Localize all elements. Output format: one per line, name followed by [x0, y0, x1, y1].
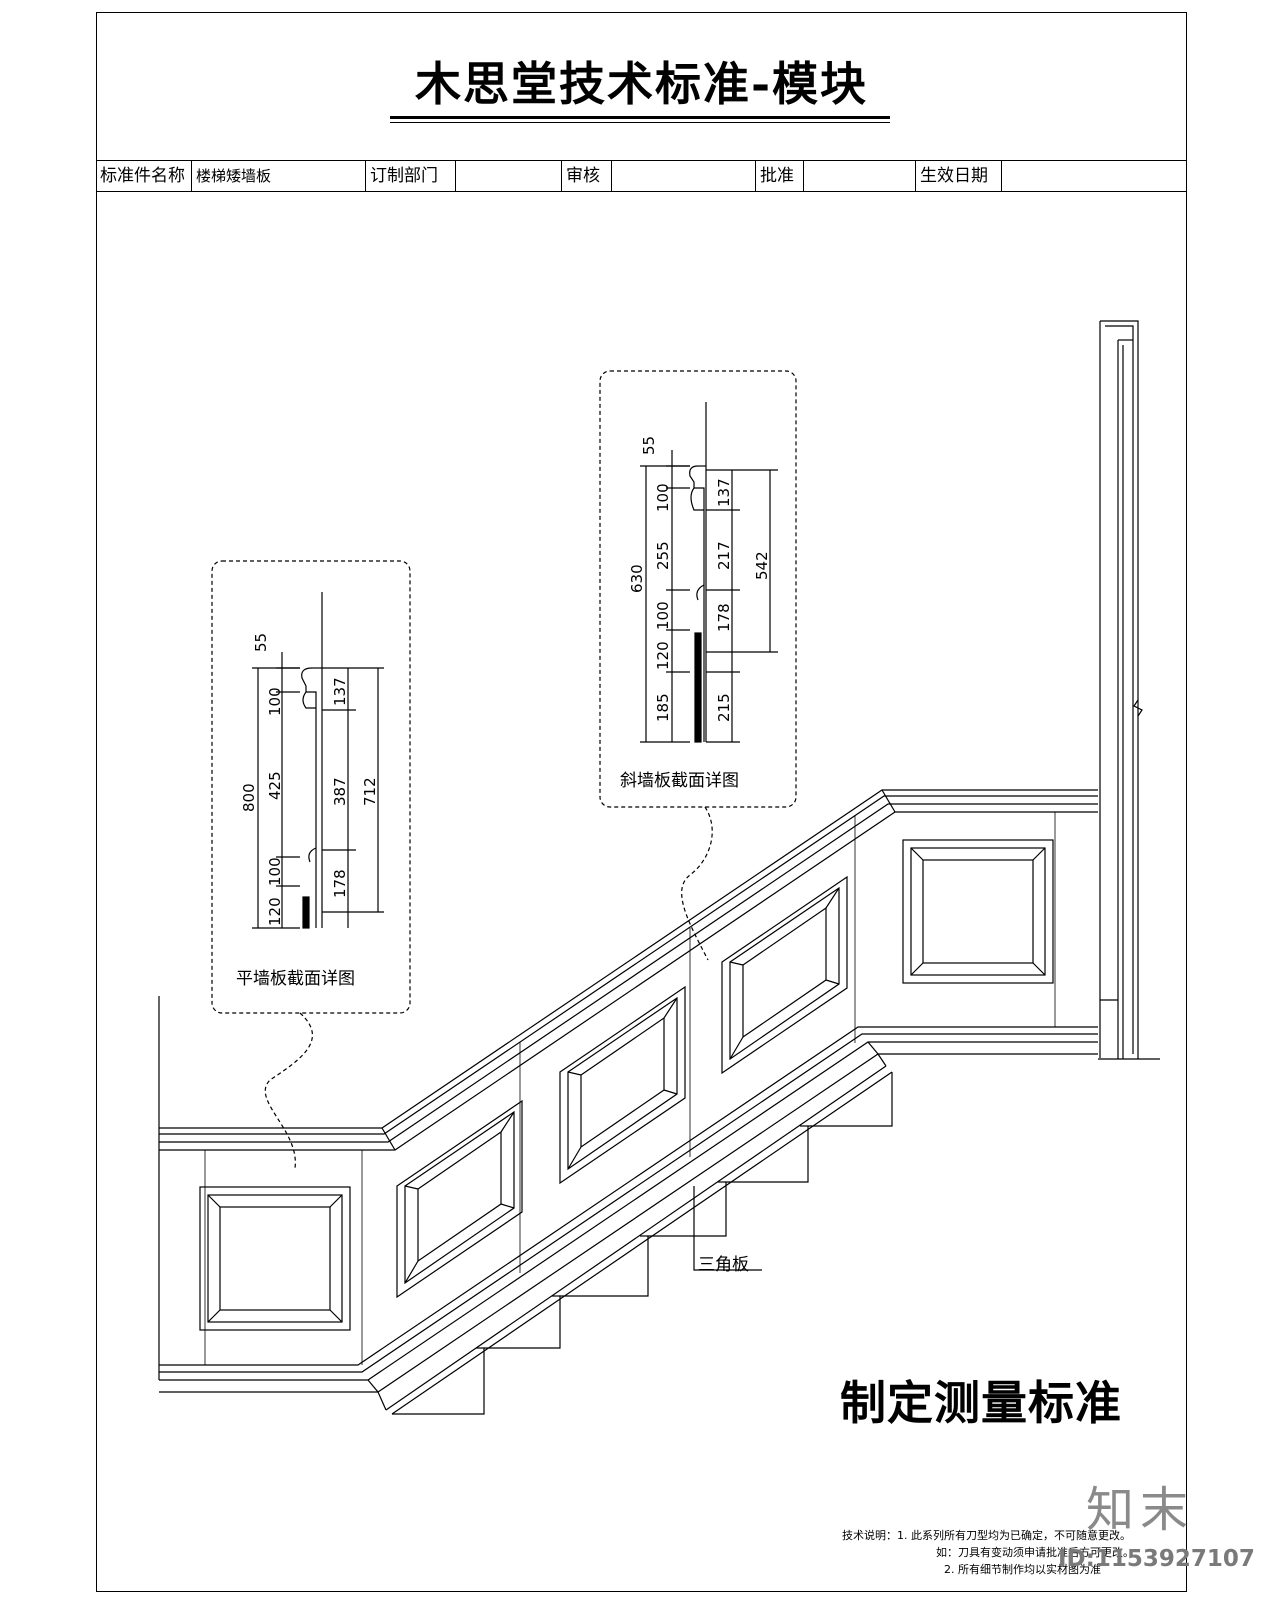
note-line-1: 技术说明：1. 此系列所有刀型均为已确定，不可随意更改。 — [842, 1529, 1131, 1542]
raised-panel-left — [199, 1186, 351, 1331]
drawing-frame — [96, 12, 1187, 1592]
slant-dim-total: 630 — [628, 564, 646, 593]
upper-rail — [159, 789, 1098, 1151]
flat-dim-total: 800 — [240, 783, 258, 812]
lower-rail — [159, 1026, 1160, 1415]
slant-dim-seg4: 120 — [654, 641, 672, 670]
flat-dim-seg2: 425 — [266, 771, 284, 800]
watermark-brand: 知末 — [1086, 1482, 1195, 1538]
slant-panel-3 — [721, 875, 848, 1075]
flat-detail-caption: 平墙板截面详图 — [236, 969, 355, 989]
triangle-board-label: 三角板 — [698, 1255, 749, 1275]
slant-dim-seg5: 185 — [654, 693, 672, 722]
slant-dim-seg3: 100 — [654, 601, 672, 630]
slant-dim-right-mid: 217 — [715, 541, 733, 570]
flat-dim-right-mid: 387 — [331, 777, 349, 806]
approve-value — [804, 161, 916, 191]
watermark-id: ID:1153927107 — [1058, 1546, 1255, 1572]
slant-dim-right-top: 137 — [715, 478, 733, 507]
flat-dim-right-top: 137 — [331, 677, 349, 706]
flat-dim-seg4: 120 — [266, 897, 284, 926]
flat-dim-seg1: 100 — [266, 687, 284, 716]
slant-dim-right-bottom: 178 — [715, 603, 733, 632]
standard-name-label: 标准件名称 — [96, 161, 192, 191]
title-underline-thin — [390, 122, 890, 123]
page-title: 木思堂技术标准-模块 — [414, 57, 869, 111]
flat-dim-right-bottom: 178 — [331, 869, 349, 898]
panel-stiles — [204, 812, 1056, 1365]
stair-steps — [392, 1072, 893, 1415]
slant-dim-right-base: 215 — [715, 693, 733, 722]
standard-name-value: 楼梯矮墙板 — [192, 161, 366, 191]
slant-detail-caption: 斜墙板截面详图 — [620, 771, 739, 791]
slant-panel-1 — [396, 1099, 523, 1299]
slant-dim-seg2: 255 — [654, 541, 672, 570]
note-line-2: 如：刀具有变动须申请批准后方可更改。 — [936, 1546, 1134, 1559]
slant-dim-right-total: 542 — [753, 551, 771, 580]
info-bar: 标准件名称 楼梯矮墙板 订制部门 审核 批准 生效日期 — [96, 160, 1187, 192]
dept-value — [456, 161, 562, 191]
flat-dim-top: 55 — [252, 633, 270, 652]
effective-label: 生效日期 — [916, 161, 1002, 191]
slant-panel-2 — [559, 985, 686, 1185]
title-underline — [390, 116, 890, 119]
flat-detail-callout — [211, 560, 411, 1169]
measurement-standard-label: 制定测量标准 — [840, 1376, 1122, 1430]
approve-label: 批准 — [756, 161, 804, 191]
tech-notes: 技术说明：1. 此系列所有刀型均为已确定，不可随意更改。 如：刀具有变动须申请批… — [842, 1527, 1134, 1578]
slant-detail-callout — [599, 370, 797, 961]
slant-dim-top: 55 — [640, 436, 658, 455]
review-label: 审核 — [562, 161, 612, 191]
dept-label: 订制部门 — [366, 161, 456, 191]
note-line-3: 2. 所有细节制作均以实材图为准 — [944, 1563, 1101, 1576]
raised-panel-right — [902, 839, 1054, 984]
right-wall-casing — [1099, 320, 1143, 1059]
flat-dim-seg3: 100 — [266, 857, 284, 886]
slant-dim-seg1: 100 — [654, 483, 672, 512]
review-value — [612, 161, 756, 191]
flat-dim-right-total: 712 — [361, 777, 379, 806]
